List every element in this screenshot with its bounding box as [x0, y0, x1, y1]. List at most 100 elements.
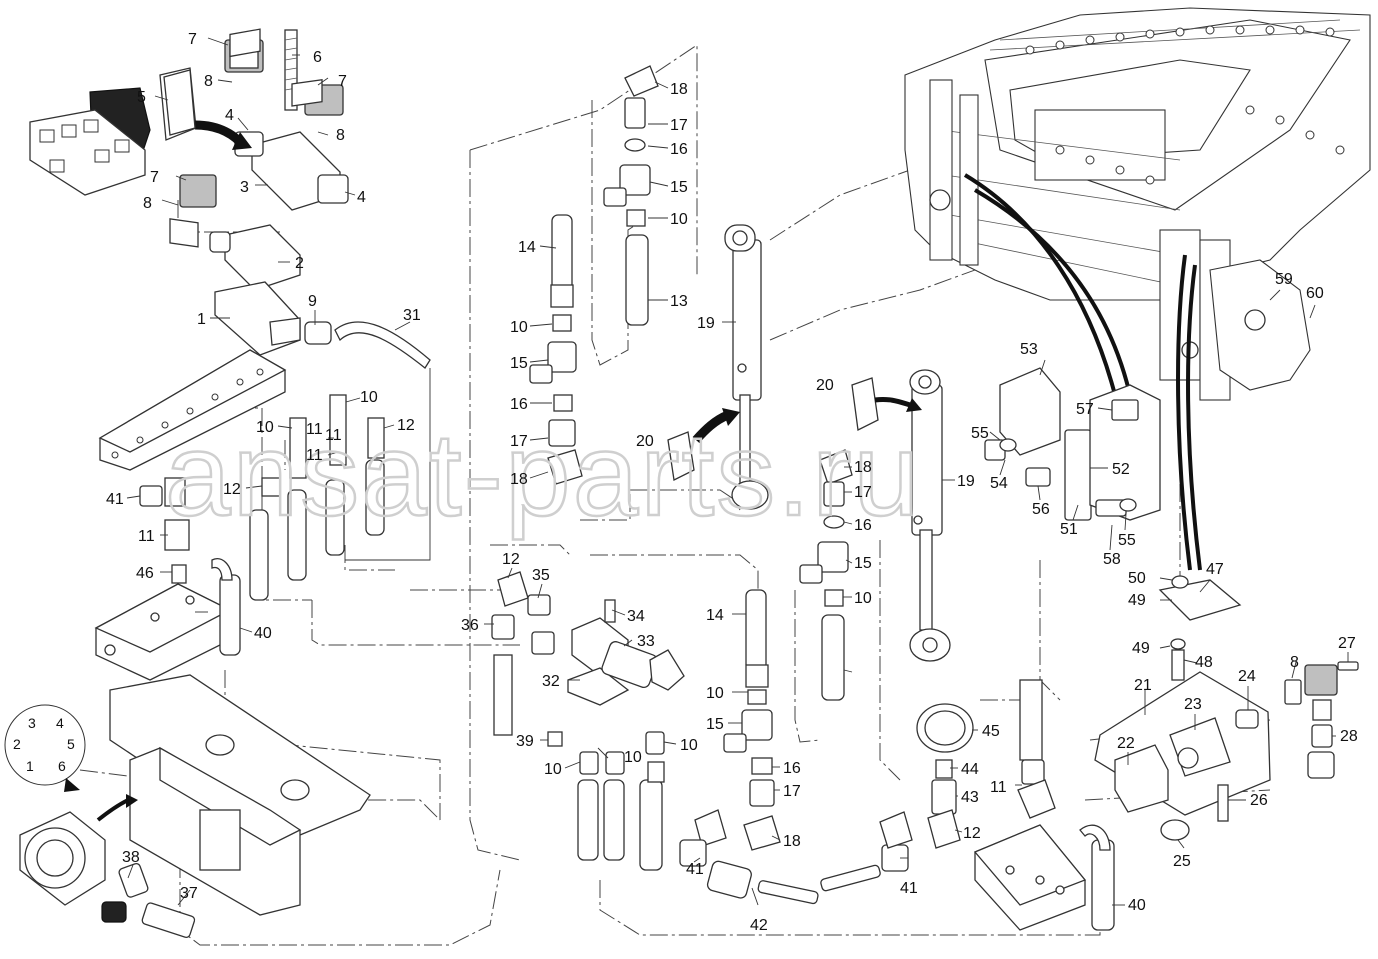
callout-label: 4: [225, 107, 234, 124]
callout-label: 4: [357, 189, 366, 206]
callout-label: 43: [961, 789, 979, 806]
callout-label: 8: [143, 195, 152, 212]
callout-label: 55: [1118, 532, 1136, 549]
callout-label: 10: [510, 319, 528, 336]
callout-label: 35: [532, 567, 550, 584]
callout-label: 11: [306, 421, 323, 438]
callout-label: 31: [403, 307, 421, 324]
fitting-column-upper: [529, 65, 659, 485]
callout-label: 52: [1112, 461, 1130, 478]
callout-label: 10: [360, 389, 378, 406]
hose-group-lower: [547, 731, 913, 905]
callout-label: 7: [188, 31, 197, 48]
callout-label: 41: [106, 491, 124, 508]
fitting-column-right: [799, 449, 853, 701]
callout-label: 7: [338, 73, 347, 90]
callout-label: 49: [1128, 592, 1146, 609]
callout-label: 58: [1103, 551, 1121, 568]
callout-label: 44: [961, 761, 979, 778]
callout-label: 23: [1184, 696, 1202, 713]
callout-label: 15: [670, 179, 688, 196]
callout-label: 48: [1195, 654, 1213, 671]
callout-label: 37: [180, 885, 198, 902]
callout-label: 27: [1338, 635, 1356, 652]
callout-label: 57: [1076, 401, 1094, 418]
callout-label: 25: [1173, 853, 1191, 870]
fitting-column-lower: [723, 589, 781, 851]
watermark-text: ansat-parts.ru: [165, 409, 921, 541]
callout-label: 56: [1032, 501, 1050, 518]
callout-label: 16: [510, 396, 528, 413]
dial-number: 3: [28, 715, 36, 731]
callout-label: 8: [1290, 654, 1299, 671]
pressure-gauge-45: [916, 703, 974, 849]
callout-label: 11: [325, 427, 342, 444]
callout-label: 21: [1134, 677, 1152, 694]
callout-label: 47: [1206, 561, 1224, 578]
callout-label: 15: [510, 355, 528, 372]
callout-label: 15: [854, 555, 872, 572]
callout-label: 10: [854, 590, 872, 607]
callout-label: 53: [1020, 341, 1038, 358]
callout-label: 11: [990, 779, 1007, 796]
callout-label: 19: [697, 315, 715, 332]
callout-label: 22: [1117, 735, 1135, 752]
dial-number: 4: [56, 715, 64, 731]
callout-label: 12: [223, 481, 241, 498]
callout-label: 55: [971, 425, 989, 442]
callout-label: 1: [197, 311, 206, 328]
mounting-frame-lower: [19, 674, 371, 938]
callout-label: 33: [637, 633, 655, 650]
callout-label: 3: [240, 179, 249, 196]
callout-label: 10: [680, 737, 698, 754]
callout-label: 17: [510, 433, 528, 450]
dial-number: 5: [67, 736, 75, 752]
callout-label: 8: [204, 73, 213, 90]
callout-label: 14: [518, 239, 536, 256]
dial-number: 2: [13, 736, 21, 752]
callout-labels: 7 6 7 8 8 5 4 3 4 7 8 2 1 9 31 18 17 16 …: [106, 31, 1358, 934]
callout-label: 11: [138, 528, 155, 545]
callout-label: 60: [1306, 285, 1324, 302]
callout-label: 12: [963, 825, 981, 842]
callout-label: 10: [624, 749, 642, 766]
callout-label: 15: [706, 716, 724, 733]
callout-label: 17: [670, 117, 688, 134]
cylinder-19-center: [724, 224, 769, 510]
callout-label: 28: [1340, 728, 1358, 745]
callout-label: 45: [982, 723, 1000, 740]
callout-label: 18: [670, 81, 688, 98]
callout-label: 6: [313, 49, 322, 66]
callout-label: 2: [295, 255, 304, 272]
callout-label: 10: [670, 211, 688, 228]
rotary-dial: 1 2 3 4 5 6: [4, 704, 86, 792]
callout-label: 10: [706, 685, 724, 702]
dial-number: 1: [26, 758, 34, 774]
callout-label: 20: [816, 377, 834, 394]
callout-label: 18: [854, 459, 872, 476]
callout-label: 8: [336, 127, 345, 144]
callout-label: 16: [854, 517, 872, 534]
dial-number: 6: [58, 758, 66, 774]
callout-label: 40: [1128, 897, 1146, 914]
manifold-block-left: [94, 477, 232, 681]
callout-label: 59: [1275, 271, 1293, 288]
callout-label: 49: [1132, 640, 1150, 657]
callout-label: 18: [783, 833, 801, 850]
callout-label: 16: [670, 141, 688, 158]
callout-label: 36: [461, 617, 479, 634]
callout-label: 54: [990, 475, 1008, 492]
callout-label: 32: [542, 673, 560, 690]
actuator-33: [491, 571, 685, 736]
callout-label: 14: [706, 607, 724, 624]
callout-label: 12: [397, 417, 415, 434]
callout-label: 7: [150, 169, 159, 186]
callout-label: 20: [636, 433, 654, 450]
callout-label: 11: [306, 447, 323, 464]
hose-group-left: [211, 321, 431, 656]
callout-label: 40: [254, 625, 272, 642]
cylinder-19-right: [909, 369, 951, 662]
callout-label: 19: [957, 473, 975, 490]
callout-label: 24: [1238, 668, 1256, 685]
